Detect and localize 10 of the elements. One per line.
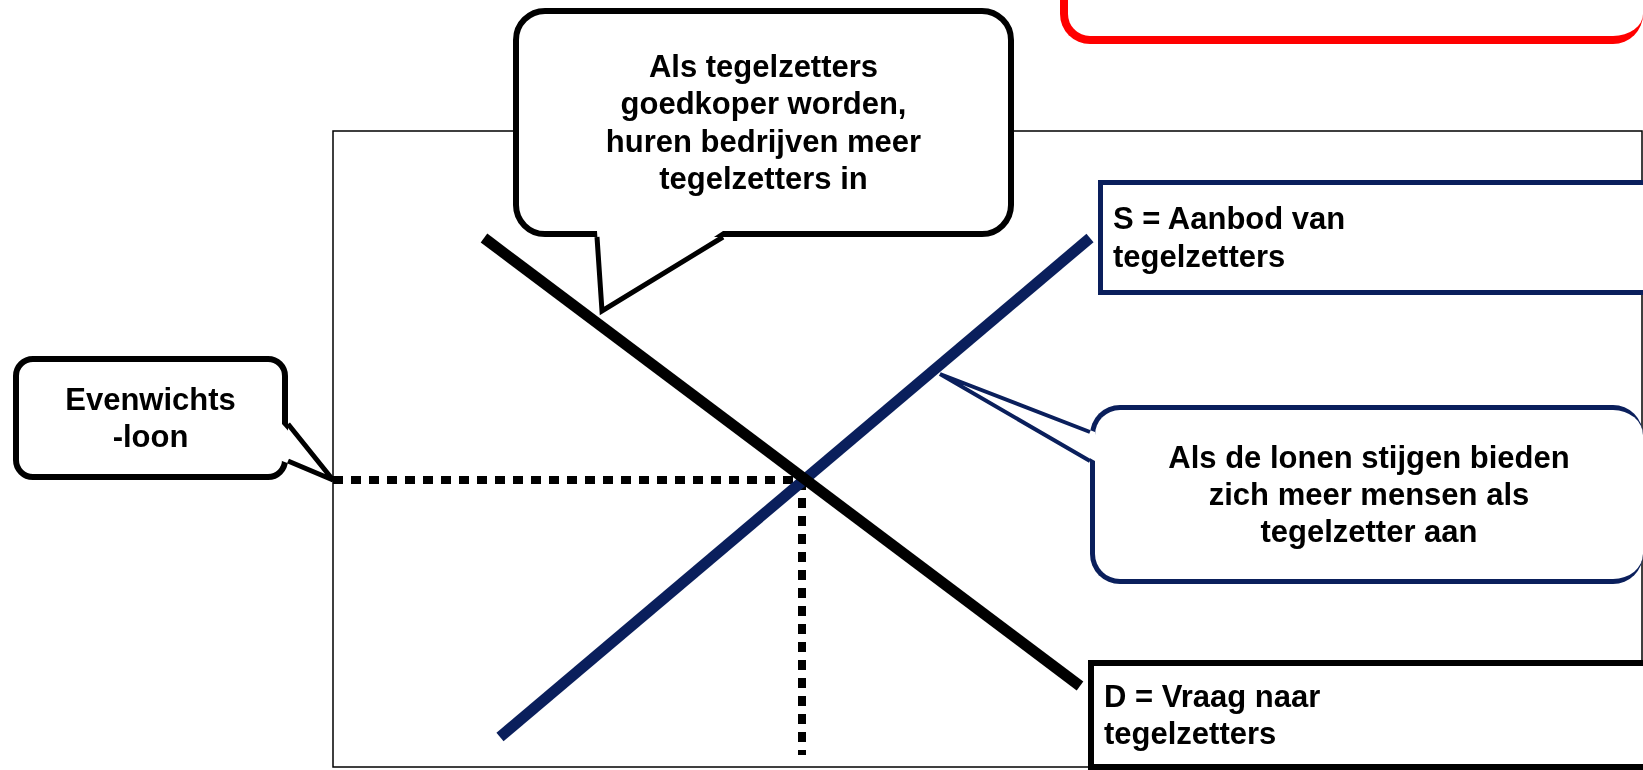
curve-label: S = Aanbod van tegelzetters: [1113, 200, 1347, 275]
callout-text: Evenwichts -loon: [64, 380, 237, 456]
empty-box: [1060, 0, 1643, 44]
label-box: [1098, 180, 1643, 295]
callout-text: Als de lonen stijgen bieden zich meer mensen als tegelzetter aan: [1167, 438, 1571, 551]
label-box: [1088, 660, 1643, 770]
curve-label: D = Vraag naar tegelzetters: [1104, 677, 1322, 753]
callout-text: Als tegelzetters goedkoper worden, huren bedrijven meer tegelzetters in: [604, 48, 923, 197]
speech-bubble: [13, 356, 288, 480]
speech-bubble: [1090, 405, 1643, 584]
